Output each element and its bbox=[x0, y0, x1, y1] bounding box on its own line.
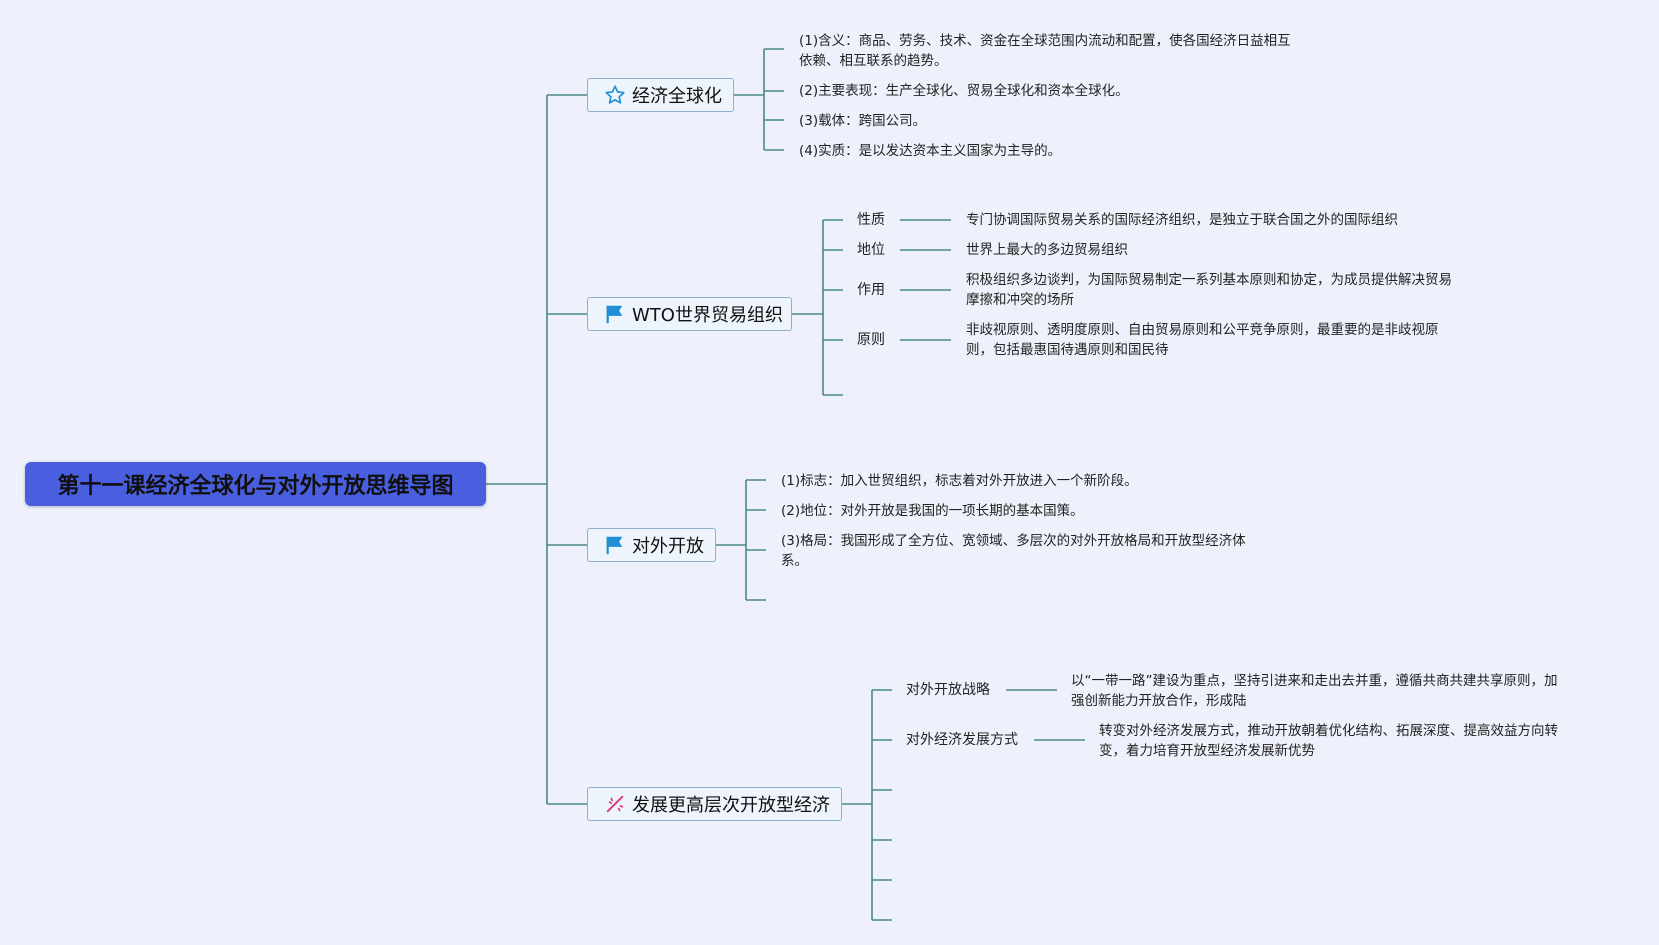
branch-wto[interactable]: WTO世界贸易组织 bbox=[587, 297, 792, 331]
wto-key-nature: 性质 bbox=[857, 212, 885, 228]
branch-higher-level-open-economy[interactable]: 发展更高层次开放型经济 bbox=[587, 787, 842, 821]
leaf-globalization-meaning: (1)含义：商品、劳务、技术、资金在全球范围内流动和配置，使各国经济日益相互依赖… bbox=[799, 33, 1291, 69]
wto-key-principle: 原则 bbox=[857, 332, 885, 348]
leaf-opening-sign: (1)标志：加入世贸组织，标志着对外开放进入一个新阶段。 bbox=[781, 473, 1138, 489]
leaf-globalization-carrier: (3)载体：跨国公司。 bbox=[799, 113, 927, 129]
wto-value-nature: 专门协调国际贸易关系的国际经济组织，是独立于联合国之外的国际组织 bbox=[966, 212, 1398, 228]
branch-label: 发展更高层次开放型经济 bbox=[632, 795, 830, 816]
wto-value-status: 世界上最大的多边贸易组织 bbox=[966, 242, 1128, 258]
open-value-strategy: 以“一带一路”建设为重点，坚持引进来和走出去并重，遵循共商共建共享原则，加强创新… bbox=[1071, 673, 1558, 709]
branch-label: 对外开放 bbox=[632, 536, 704, 557]
branch-label: WTO世界贸易组织 bbox=[632, 305, 783, 326]
wto-value-role: 积极组织多边谈判，为国际贸易制定一系列基本原则和协定，为成员提供解决贸易摩擦和冲… bbox=[966, 272, 1452, 308]
leaf-opening-pattern: (3)格局：我国形成了全方位、宽领域、多层次的对外开放格局和开放型经济体系。 bbox=[781, 533, 1246, 569]
flag-icon bbox=[606, 536, 623, 555]
leaf-globalization-essence: (4)实质：是以发达资本主义国家为主导的。 bbox=[799, 143, 1062, 159]
wto-value-principle: 非歧视原则、透明度原则、自由贸易原则和公平竞争原则，最重要的是非歧视原则，包括最… bbox=[966, 322, 1439, 358]
wto-key-role: 作用 bbox=[857, 282, 885, 298]
sparkle-icon bbox=[606, 795, 624, 813]
root-node[interactable]: 第十一课经济全球化与对外开放思维导图 bbox=[25, 462, 486, 506]
open-key-strategy: 对外开放战略 bbox=[906, 682, 990, 698]
open-value-development: 转变对外经济发展方式，推动开放朝着优化结构、拓展深度、提高效益方向转变，着力培育… bbox=[1099, 723, 1558, 759]
branch-economic-globalization[interactable]: 经济全球化 bbox=[587, 78, 734, 112]
star-icon bbox=[605, 85, 625, 104]
branch-label: 经济全球化 bbox=[632, 86, 722, 107]
flag-icon bbox=[606, 305, 623, 324]
wto-key-status: 地位 bbox=[857, 242, 885, 258]
branch-opening-up[interactable]: 对外开放 bbox=[587, 528, 716, 562]
leaf-opening-status: (2)地位：对外开放是我国的一项长期的基本国策。 bbox=[781, 503, 1084, 519]
leaf-globalization-manifestation: (2)主要表现：生产全球化、贸易全球化和资本全球化。 bbox=[799, 83, 1129, 99]
root-title: 第十一课经济全球化与对外开放思维导图 bbox=[57, 474, 454, 499]
open-key-development: 对外经济发展方式 bbox=[906, 732, 1018, 748]
